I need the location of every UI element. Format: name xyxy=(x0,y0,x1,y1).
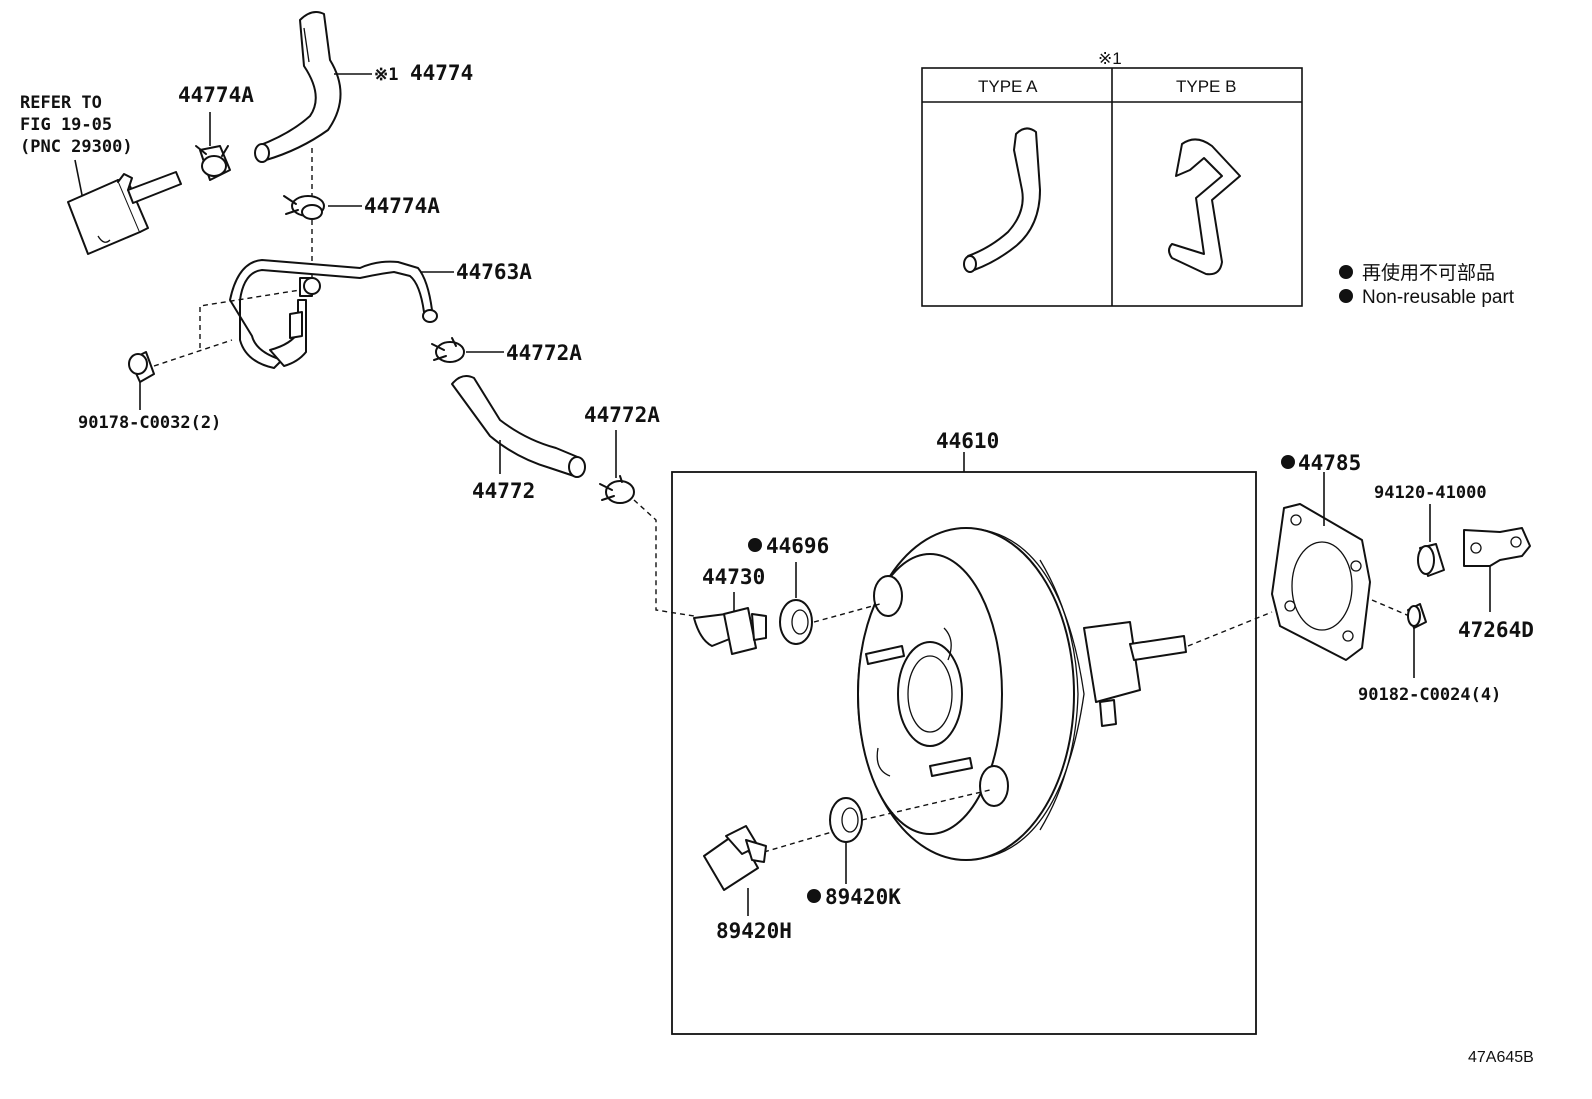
part-94120-label: 94120-41000 xyxy=(1374,483,1487,503)
bullet-icon xyxy=(1339,265,1353,279)
part-44772-label: 44772 xyxy=(472,479,535,503)
check-valve-44730 xyxy=(693,607,767,655)
part-44772A-upper-label: 44772A xyxy=(506,341,582,365)
clip-44772A-upper xyxy=(431,337,465,363)
clevis-47264D xyxy=(1463,527,1531,567)
nut-94120 xyxy=(1417,543,1445,577)
part-44763A-label: 44763A xyxy=(456,260,532,284)
refer-line-3: (PNC 29300) xyxy=(20,137,133,157)
nut-90182 xyxy=(1407,603,1427,629)
legend-jp: 再使用不可部品 xyxy=(1362,262,1495,284)
type-a-header: TYPE A xyxy=(978,77,1038,96)
non-reusable-mark-icon xyxy=(807,889,821,903)
grommet-89420K xyxy=(829,797,863,843)
pipe-44763A xyxy=(229,259,438,369)
part-44730-label: 44730 xyxy=(702,565,765,589)
refer-line-2: FIG 19-05 xyxy=(20,115,112,135)
part-90178-label: 90178-C0032(2) xyxy=(78,413,221,433)
part-44774A-mid-label: 44774A xyxy=(364,194,440,218)
legend-en: Non-reusable part xyxy=(1362,287,1515,308)
hose-44774 xyxy=(254,11,342,163)
part-89420H-label: 89420H xyxy=(716,919,792,943)
part-44696-label: 44696 xyxy=(766,534,829,558)
hose-44772 xyxy=(451,375,586,478)
part-44774-mark: ※1 xyxy=(374,65,398,85)
part-44785-label: 44785 xyxy=(1298,451,1361,475)
vacuum-pump-illustration xyxy=(67,159,182,255)
type-b-header: TYPE B xyxy=(1176,77,1236,96)
clip-44772A-lower xyxy=(599,475,635,504)
diagram-code: 47A645B xyxy=(1468,1049,1534,1066)
grommet-44696 xyxy=(779,599,813,645)
clip-44774A-top xyxy=(195,145,231,181)
type-table-note-mark: ※1 xyxy=(1098,49,1122,68)
refer-line-1: REFER TO xyxy=(20,93,102,113)
part-90182-label: 90182-C0024(4) xyxy=(1358,685,1501,705)
sensor-89420H xyxy=(703,825,767,891)
gasket-44785 xyxy=(1271,503,1371,661)
refer-note: REFER TO FIG 19-05 (PNC 29300) xyxy=(20,93,133,157)
part-44772A-lower-label: 44772A xyxy=(584,403,660,427)
type-a-hose xyxy=(967,127,1041,271)
legend: 再使用不可部品 Non-reusable part xyxy=(1339,262,1515,308)
bullet-icon xyxy=(1339,289,1353,303)
type-table: ※1 TYPE A TYPE B xyxy=(921,49,1303,307)
type-b-hose xyxy=(1168,138,1241,276)
non-reusable-mark-icon xyxy=(1281,455,1295,469)
part-44774A-top-label: 44774A xyxy=(178,83,254,107)
part-47264D-label: 47264D xyxy=(1458,618,1534,642)
non-reusable-mark-icon xyxy=(748,538,762,552)
part-44610-label: 44610 xyxy=(936,429,999,453)
part-89420K-label: 89420K xyxy=(825,885,901,909)
brake-booster xyxy=(857,527,1187,861)
part-44774-label: 44774 xyxy=(410,61,473,85)
grommet-90178 xyxy=(128,351,155,383)
clip-44774A-mid xyxy=(283,195,325,220)
